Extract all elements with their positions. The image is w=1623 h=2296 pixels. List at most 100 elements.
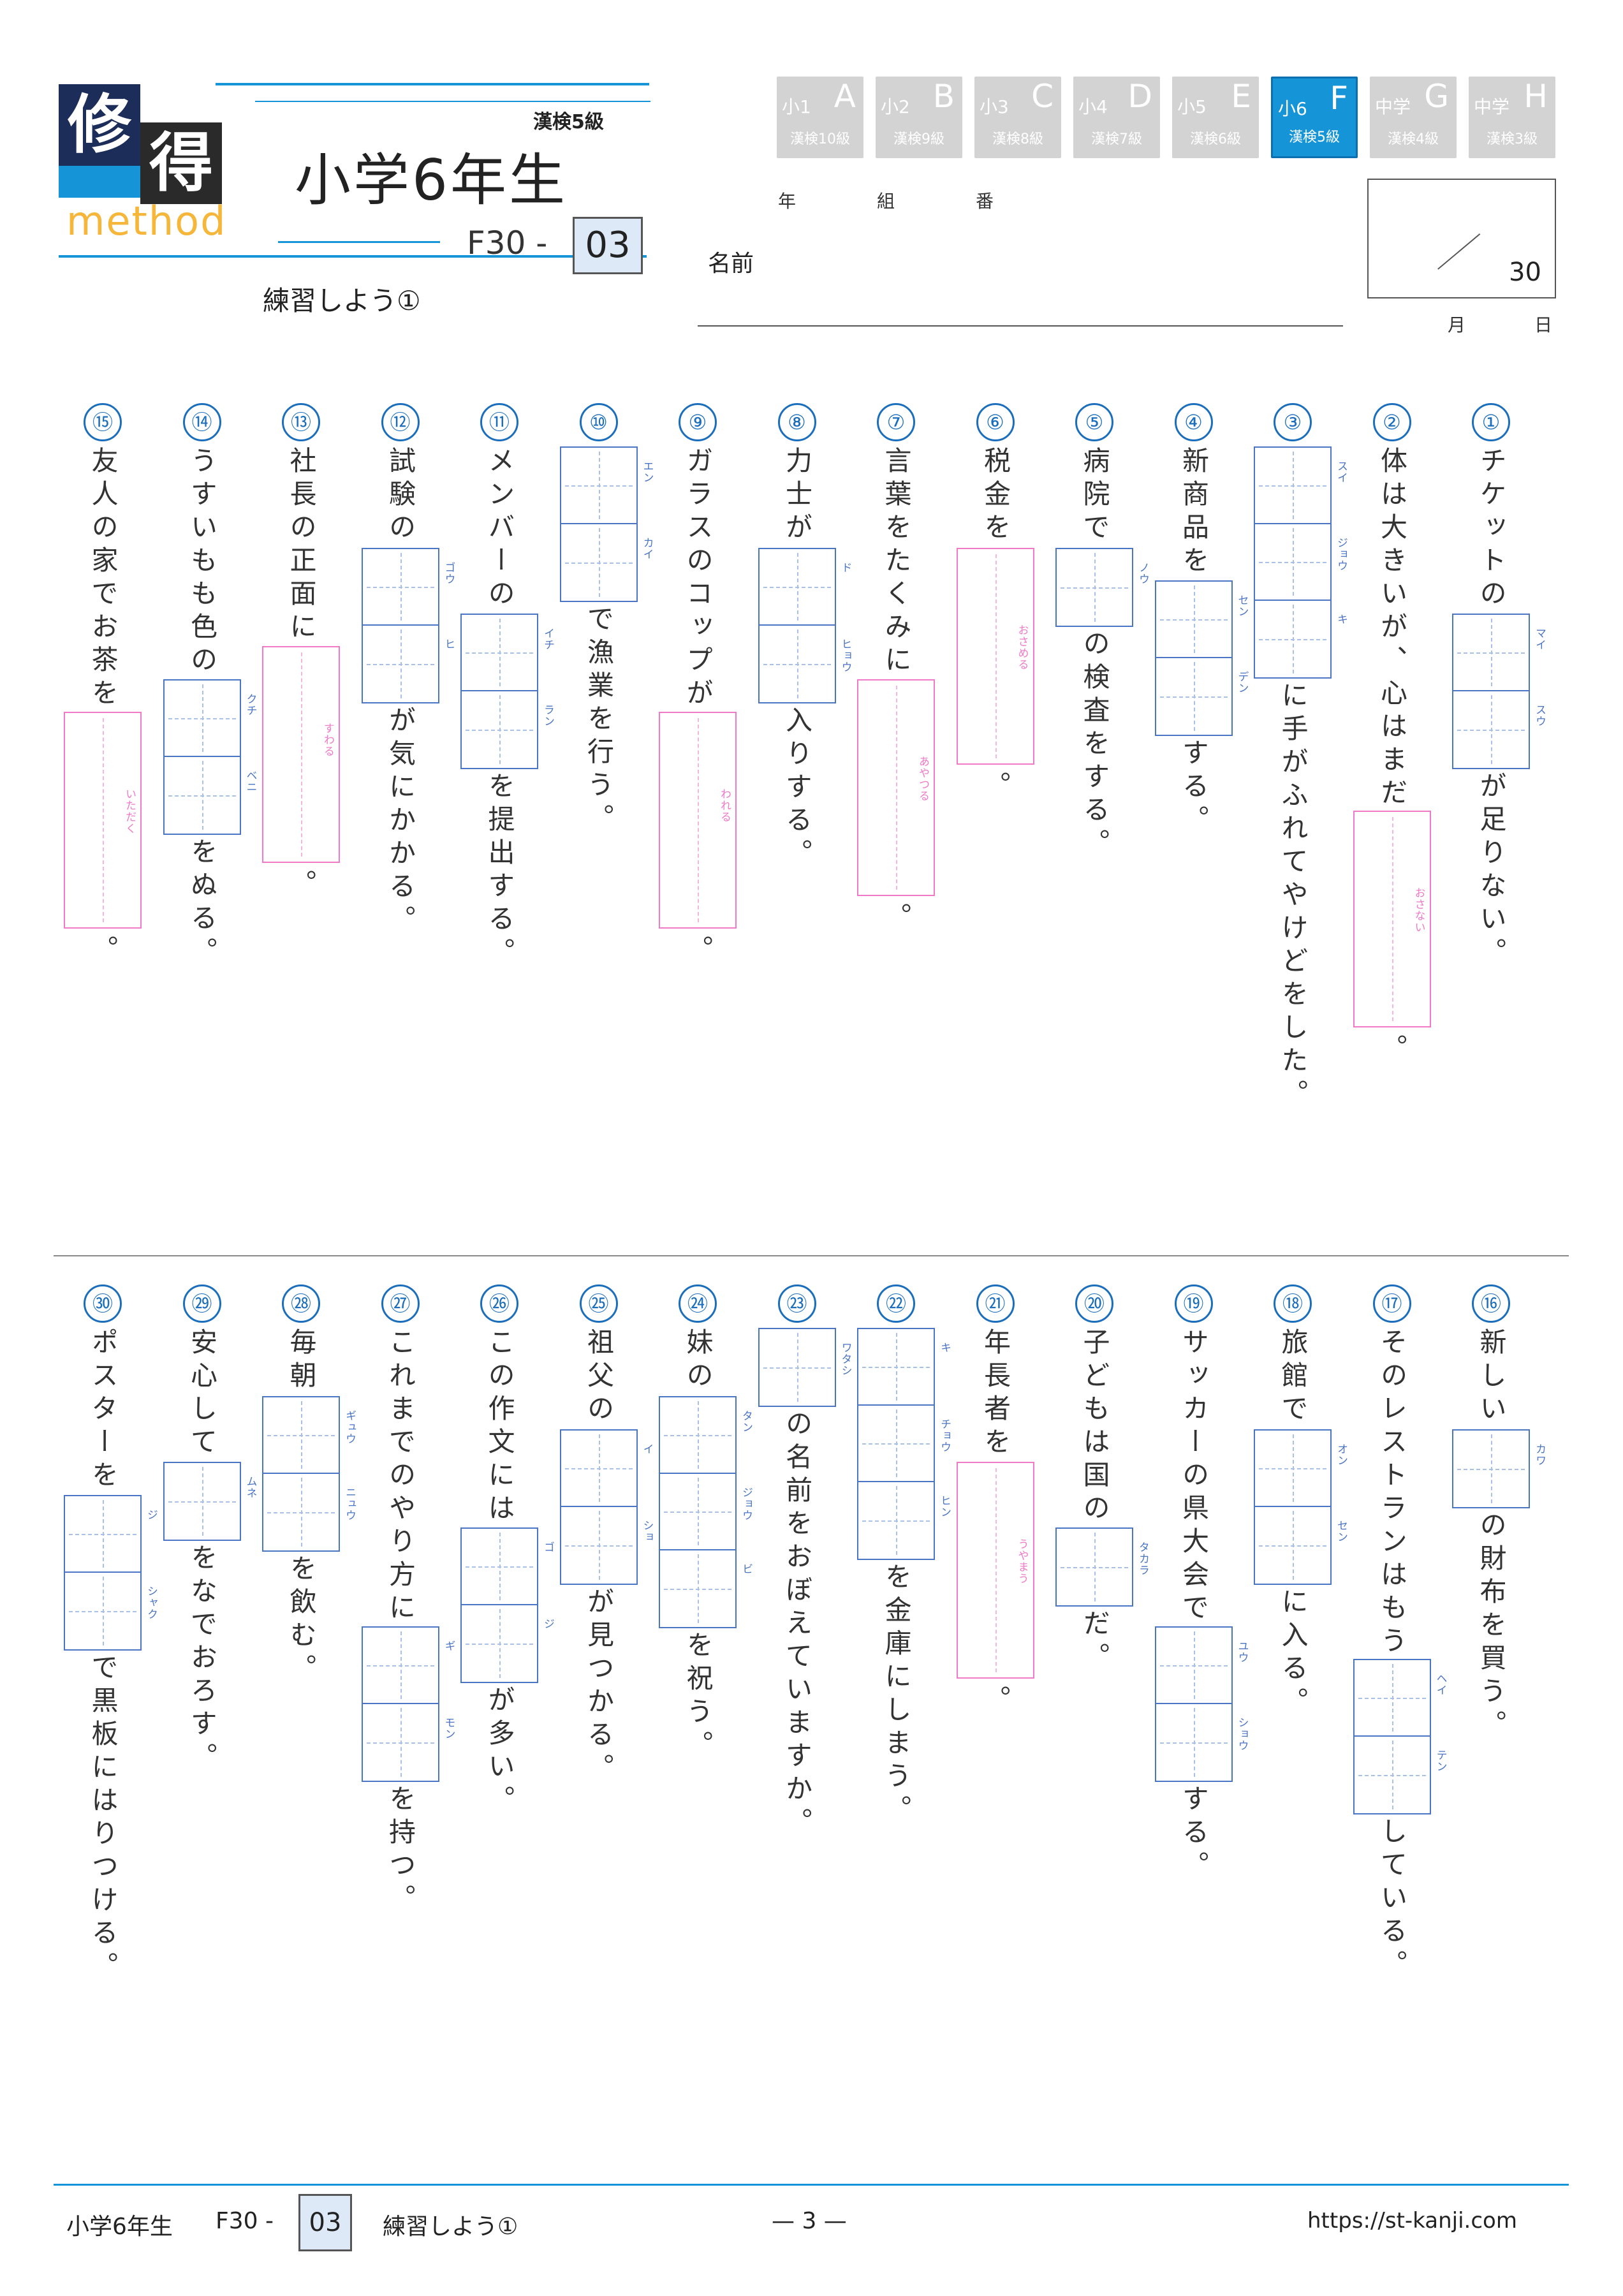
reading-hint: ゴ	[541, 1542, 554, 1553]
score-box: 30	[1367, 179, 1556, 298]
okurigana-answer-box[interactable]	[857, 679, 935, 896]
kanji-cell[interactable]	[1255, 448, 1330, 524]
okurigana-answer-box[interactable]	[262, 646, 340, 863]
kanji-cell[interactable]	[65, 1496, 140, 1573]
kanji-cell[interactable]	[660, 1397, 735, 1474]
kanji-cell[interactable]	[462, 1605, 537, 1682]
kanji-answer-box[interactable]	[1452, 1429, 1530, 1508]
reading-hint: クチ	[244, 693, 257, 716]
kanji-cell[interactable]	[165, 757, 240, 834]
kanji-answer-box[interactable]	[1154, 1626, 1233, 1782]
kanji-answer-box[interactable]	[559, 446, 638, 602]
kanji-cell[interactable]	[164, 681, 240, 757]
kanji-answer-box[interactable]	[659, 1396, 737, 1628]
reading-hint: われる	[718, 788, 731, 823]
kanji-cell[interactable]	[760, 626, 835, 702]
kanji-cell[interactable]	[1453, 1431, 1529, 1507]
kanji-answer-box[interactable]	[1055, 547, 1133, 627]
kanji-answer-box[interactable]	[1254, 1429, 1332, 1585]
reading-hint: セン	[1235, 594, 1249, 617]
kanji-cell[interactable]	[561, 524, 636, 601]
reading-hint: ワタシ	[839, 1342, 852, 1376]
kanji-answer-box[interactable]	[262, 1396, 340, 1552]
kanji-answer-box[interactable]	[1154, 580, 1233, 736]
kanji-cell[interactable]	[65, 1573, 140, 1649]
kanji-cell[interactable]	[1255, 1431, 1330, 1507]
okurigana-answer-box[interactable]	[64, 712, 142, 929]
kanji-cell[interactable]	[561, 1431, 636, 1507]
kanji-cell[interactable]	[858, 1482, 934, 1559]
kanji-cell[interactable]	[561, 448, 636, 524]
reading-hint: ラン	[541, 703, 554, 727]
kanji-answer-box[interactable]	[857, 1328, 935, 1560]
kanji-cell[interactable]	[858, 1406, 934, 1482]
okurigana-answer-box[interactable]	[956, 1462, 1034, 1679]
okurigana-answer-box[interactable]	[1353, 810, 1431, 1027]
kanji-cell[interactable]	[759, 549, 835, 626]
kanji-cell[interactable]	[1156, 1704, 1231, 1781]
kanji-cell[interactable]	[362, 549, 438, 626]
footer-url[interactable]: https://st-kanji.com	[1307, 2208, 1517, 2233]
kanji-cell[interactable]	[1255, 601, 1330, 677]
kanji-cell[interactable]	[462, 691, 537, 768]
question-text: を祝う。	[682, 1631, 714, 1763]
kanji-cell[interactable]	[561, 1507, 636, 1584]
okurigana-answer-box[interactable]	[956, 547, 1034, 765]
kanji-cell[interactable]	[263, 1474, 339, 1550]
kanji-answer-box[interactable]	[460, 613, 538, 769]
question-text: チケットの	[1476, 446, 1507, 612]
kanji-cell[interactable]	[1156, 582, 1231, 658]
label-day: 日	[1534, 314, 1553, 335]
okurigana-answer-box[interactable]	[659, 712, 737, 929]
kanji-cell[interactable]	[1156, 658, 1231, 735]
kanji-cell[interactable]	[1453, 615, 1529, 691]
kanji-cell[interactable]	[1057, 1529, 1132, 1605]
kanji-cell[interactable]	[363, 626, 438, 702]
kanji-answer-box[interactable]	[559, 1429, 638, 1585]
kanji-answer-box[interactable]	[758, 1328, 836, 1407]
question-text: 友人の家でお茶を	[87, 446, 119, 712]
kanji-cell[interactable]	[1057, 549, 1132, 626]
kanji-cell[interactable]	[1255, 524, 1330, 601]
kanji-cell[interactable]	[660, 1474, 735, 1550]
kanji-cell[interactable]	[363, 1704, 438, 1781]
kanji-cell[interactable]	[362, 1628, 438, 1704]
kanji-answer-box[interactable]	[361, 1626, 439, 1782]
question-text: 入りする。	[781, 705, 813, 872]
kanji-answer-box[interactable]	[64, 1494, 142, 1651]
kanji-answer-box[interactable]	[460, 1527, 538, 1683]
kanji-answer-box[interactable]	[1055, 1527, 1133, 1607]
kanji-cell[interactable]	[462, 615, 537, 691]
kanji-cell[interactable]	[1453, 691, 1529, 768]
kanji-cell[interactable]	[165, 1463, 240, 1540]
kanji-cell[interactable]	[263, 1397, 339, 1474]
kanji-cell[interactable]	[1354, 1660, 1430, 1737]
question-text: 。	[980, 770, 1011, 804]
kanji-cell[interactable]	[462, 1529, 537, 1605]
kanji-answer-box[interactable]	[1452, 613, 1530, 769]
kanji-answer-box[interactable]	[163, 679, 241, 835]
kanji-cell[interactable]	[858, 1329, 934, 1406]
question-number: ⑧	[777, 403, 816, 441]
kanji-answer-box[interactable]	[361, 547, 439, 703]
kanji-cell[interactable]	[1355, 1737, 1430, 1813]
kanji-answer-box[interactable]	[1254, 446, 1332, 679]
kanji-cell[interactable]	[660, 1550, 735, 1627]
kanji-cell[interactable]	[1156, 1628, 1231, 1704]
kanji-cell[interactable]	[1255, 1507, 1330, 1584]
kanji-answer-box[interactable]	[1353, 1659, 1431, 1814]
name-line[interactable]	[698, 325, 1343, 327]
kanji-answer-box[interactable]	[758, 547, 836, 703]
kanji-answer-box[interactable]	[163, 1462, 241, 1541]
subtitle: 練習しよう①	[263, 285, 421, 316]
kanji-cell[interactable]	[760, 1329, 835, 1406]
reading-hint: ビ	[740, 1563, 753, 1575]
